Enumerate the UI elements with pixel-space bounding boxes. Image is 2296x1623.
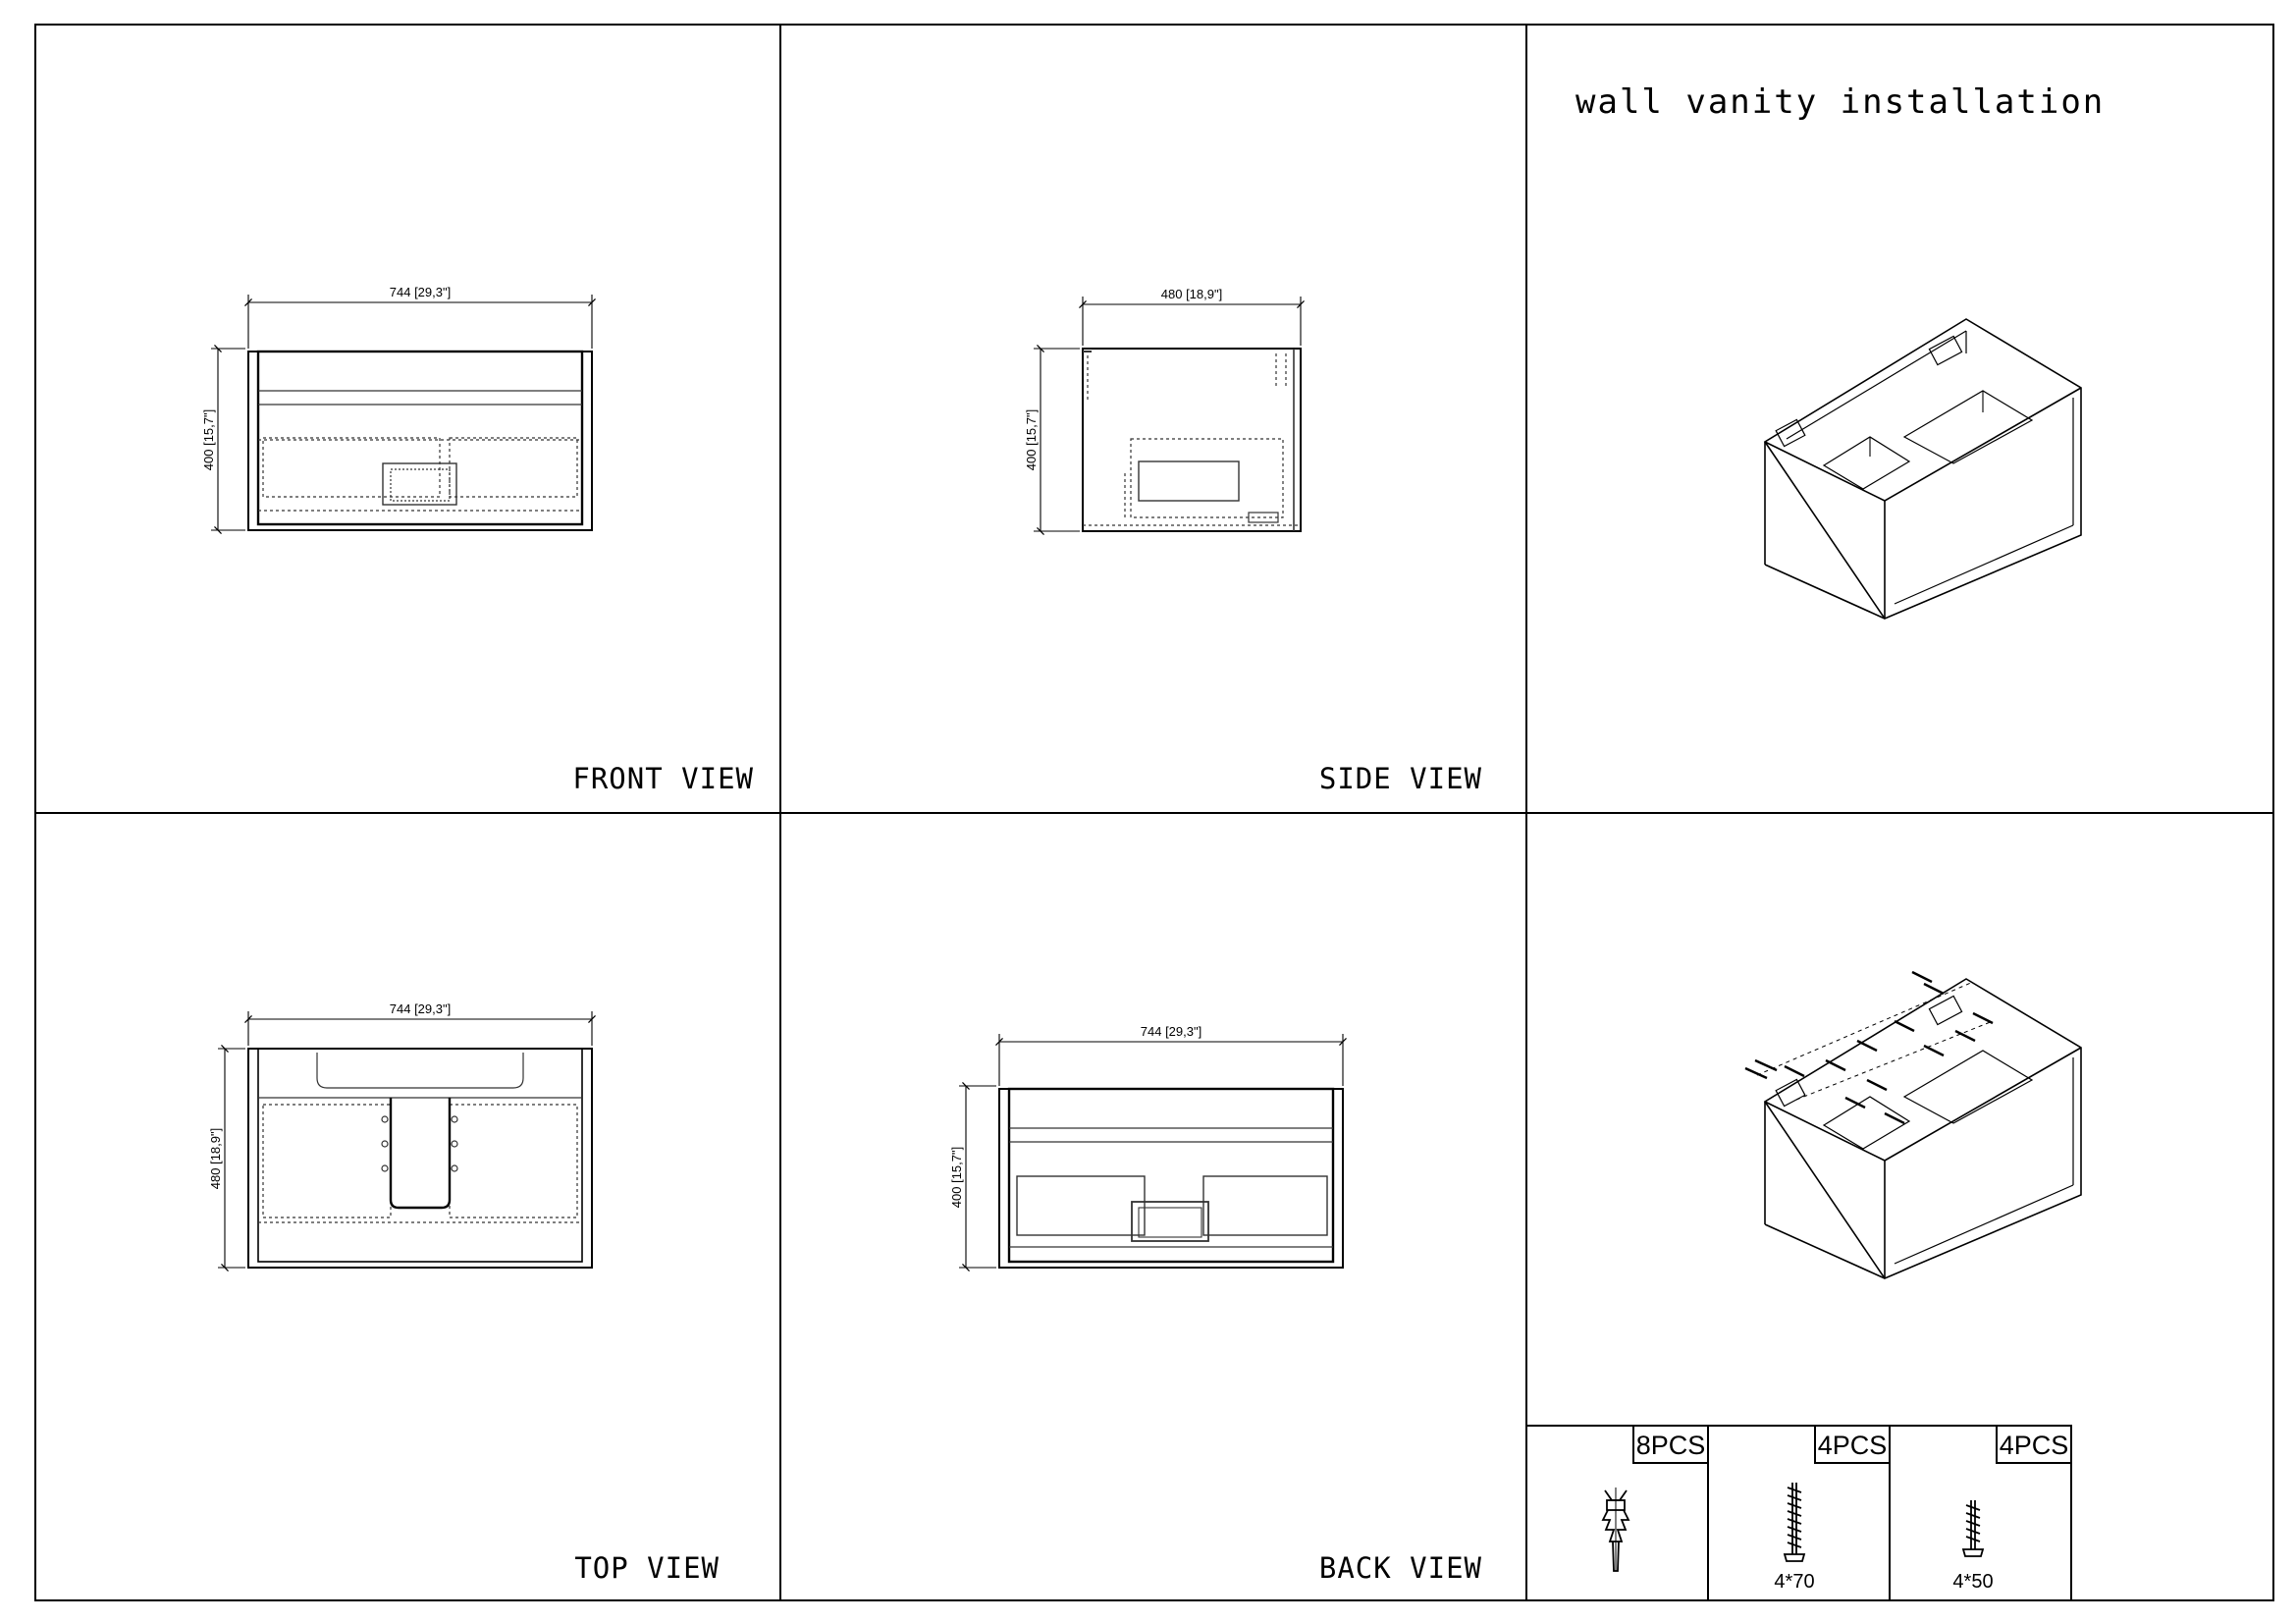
side-view-panel: 480 [18,9"] 400 [15,7"] SIDE VIEW [1024,287,1482,795]
top-view-drawing [247,1048,593,1269]
installation-panel: wall vanity installation [1575,82,2105,1279]
front-width-dimension [244,295,596,349]
top-height-label: 480 [18,9"] [208,1128,223,1189]
short-screw-icon [1961,1500,1985,1557]
side-width-label: 480 [18,9"] [1161,287,1222,301]
top-height-dimension [218,1045,245,1271]
hardware-size: 4*50 [1952,1571,1993,1593]
back-view-drawing [998,1087,1344,1269]
back-view-panel: 744 [29,3"] 400 [15,7"] BACK VIEW [949,1024,1482,1585]
back-height-dimension [959,1082,996,1271]
side-height-label: 400 [15,7"] [1024,409,1039,470]
back-width-label: 744 [29,3"] [1141,1024,1201,1039]
front-height-label: 400 [15,7"] [201,409,216,470]
hardware-table: 8PCS 4PCS 4*70 4PCS 4*50 [1525,1425,2072,1601]
hardware-qty: 4PCS [1818,1431,1888,1460]
front-view-label: FRONT VIEW [572,762,754,795]
vanity-isometric-drawing [1763,318,2082,620]
back-view-label: BACK VIEW [1319,1551,1482,1585]
vanity-isometric-drawing-with-screws [1744,970,2082,1279]
front-view-drawing [247,350,593,531]
top-width-label: 744 [29,3"] [390,1001,451,1016]
front-view-panel: 744 [29,3"] 400 [15,7"] FRONT VIEW [201,285,754,795]
installation-title: wall vanity installation [1575,82,2105,122]
long-screw-icon [1783,1483,1806,1562]
wall-anchor-icon [1601,1488,1630,1572]
side-view-label: SIDE VIEW [1319,762,1482,795]
front-width-label: 744 [29,3"] [390,285,451,299]
side-width-dimension [1079,297,1305,346]
sheet-frame [34,24,2274,1601]
side-view-drawing [1082,348,1302,532]
back-width-dimension [995,1034,1347,1086]
top-view-label: TOP VIEW [574,1551,720,1585]
top-width-dimension [244,1011,596,1046]
hardware-qty: 8PCS [1636,1431,1706,1460]
back-height-label: 400 [15,7"] [949,1147,964,1208]
front-height-dimension [211,345,245,534]
side-height-dimension [1034,345,1080,535]
hardware-qty: 4PCS [2000,1431,2069,1460]
hardware-size: 4*70 [1774,1571,1814,1593]
top-view-panel: 744 [29,3"] 480 [18,9"] TOP VIEW [208,1001,720,1585]
